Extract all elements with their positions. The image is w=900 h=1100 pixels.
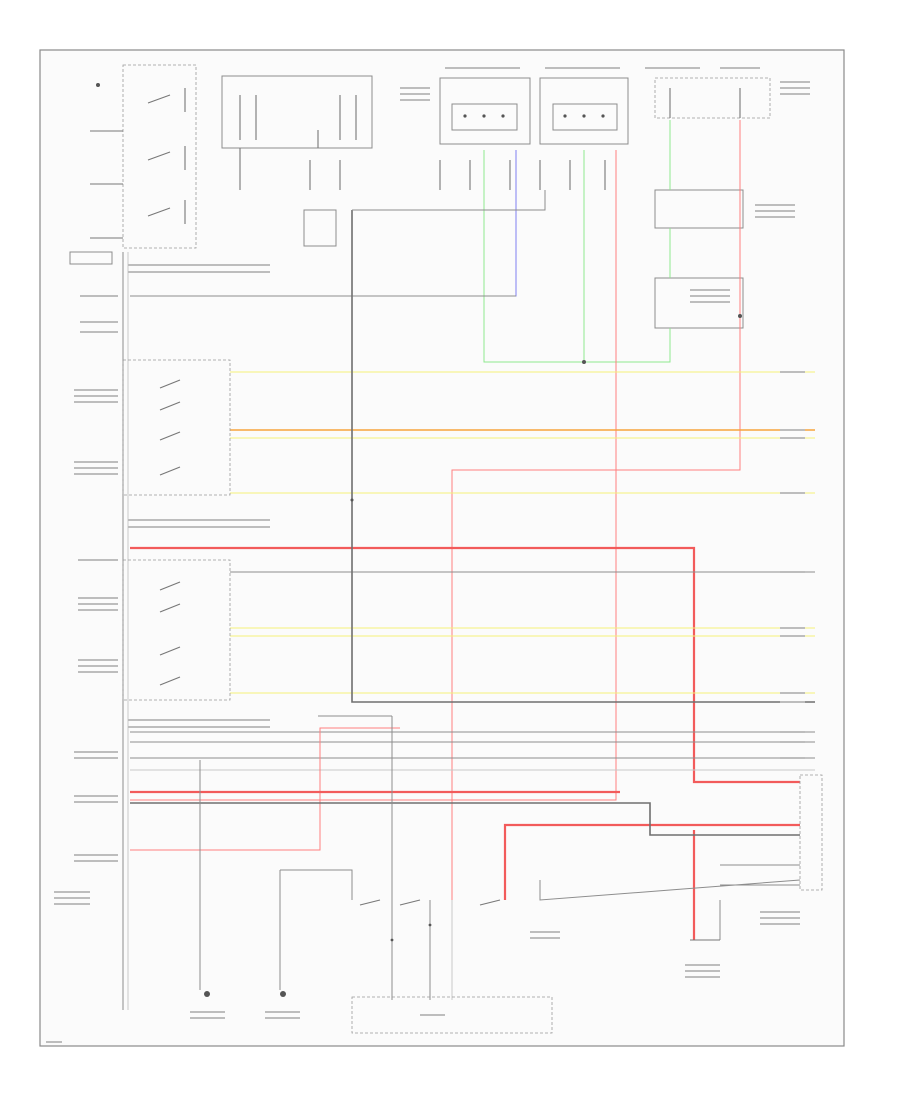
fuse-box xyxy=(654,77,771,329)
ground-1 xyxy=(204,991,210,997)
left-switch-group xyxy=(69,64,197,265)
red-wire-lower-left xyxy=(130,727,400,851)
green-wire-3 xyxy=(584,120,671,363)
red-heavy-wire-1 xyxy=(130,546,800,784)
red-wire-center xyxy=(130,150,617,801)
green-wire-1 xyxy=(483,150,584,363)
bottom-switch-block xyxy=(351,899,553,1034)
ground-2 xyxy=(280,991,286,997)
top-relay-box xyxy=(221,75,373,247)
passenger-motor-box xyxy=(439,77,531,190)
driver-motor-box xyxy=(539,77,629,190)
illegible-labels xyxy=(46,67,810,1043)
passenger-switch-group xyxy=(122,359,231,496)
driver-switch-group xyxy=(122,559,231,701)
black-wire-loop xyxy=(351,210,815,703)
red-heavy-wire-3 xyxy=(503,823,800,900)
right-connector xyxy=(690,774,823,941)
red-wire-right xyxy=(451,120,741,1000)
